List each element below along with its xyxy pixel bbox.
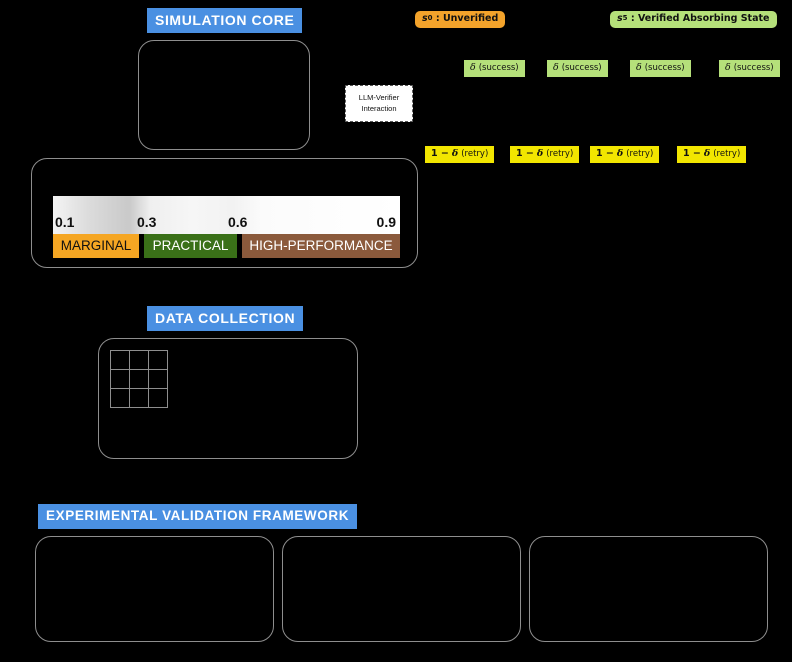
scale-tick-2: 0.6 [228,214,248,230]
delta-symbol: δ [451,148,459,159]
state-label: Unverified [442,13,499,24]
performance-scale: 0.1 0.3 0.6 0.9 MARGINAL PRACTICAL HIGH-… [53,196,400,258]
state-subscript: 0 [427,14,433,23]
transition-label-retry-4[interactable]: 1 − δ (retry) [677,146,747,163]
simulation-core-panel [138,40,310,150]
transition-text: (retry) [713,148,741,159]
llm-verifier-interaction-note: LLM-Verifier Interaction [345,85,413,122]
transition-text: (retry) [461,148,489,159]
tier-divider [237,234,242,258]
grid-cell [130,370,148,388]
section-title-simulation-core: SIMULATION CORE [147,8,303,33]
grid-cell [111,389,129,407]
delta-symbol: δ [470,62,476,73]
data-collection-grid [110,350,168,408]
delta-symbol: δ [725,62,731,73]
tier-marginal[interactable]: MARGINAL [53,234,139,258]
transition-text: (success) [644,62,685,73]
grid-cell [111,351,129,369]
performance-gradient-bar: 0.1 0.3 0.6 0.9 [53,196,400,234]
grid-cell [130,389,148,407]
delta-symbol: δ [636,62,642,73]
retry-prefix: 1 − [516,148,534,159]
tier-divider [139,234,144,258]
transition-label-retry-2[interactable]: 1 − δ (retry) [510,146,580,163]
retry-prefix: 1 − [596,148,614,159]
state-colon: : [432,13,443,24]
note-line-1: LLM-Verifier [358,92,400,102]
grid-cell [149,351,167,369]
scale-tick-1: 0.3 [137,214,157,230]
section-title-experimental-validation-framework: EXPERIMENTAL VALIDATION FRAMEWORK [38,504,358,529]
transition-text: (retry) [546,148,574,159]
tier-practical[interactable]: PRACTICAL [144,234,237,258]
transition-text: (success) [733,62,774,73]
grid-cell [149,370,167,388]
tier-high-performance[interactable]: HIGH-PERFORMANCE [242,234,400,258]
scale-tick-0: 0.1 [55,214,75,230]
scale-tick-3: 0.9 [376,214,396,230]
transition-label-retry-1[interactable]: 1 − δ (retry) [425,146,495,163]
grid-cell [130,351,148,369]
transition-text: (success) [561,62,602,73]
transition-label-success-3[interactable]: δ (success) [630,60,691,77]
retry-prefix: 1 − [683,148,701,159]
transition-text: (success) [478,62,519,73]
delta-symbol: δ [703,148,711,159]
validation-panel-3 [529,536,768,642]
transition-label-retry-3[interactable]: 1 − δ (retry) [590,146,660,163]
grid-cell [149,389,167,407]
transition-label-success-4[interactable]: δ (success) [719,60,780,77]
note-line-2: Interaction [361,103,397,113]
state-symbol: s [422,13,428,24]
retry-prefix: 1 − [431,148,449,159]
transition-label-success-1[interactable]: δ (success) [464,60,525,77]
delta-symbol: δ [553,62,559,73]
state-label: Verified Absorbing State [637,13,770,24]
section-title-data-collection: DATA COLLECTION [147,306,304,331]
validation-panel-2 [282,536,521,642]
delta-symbol: δ [536,148,544,159]
state-symbol: s [617,13,623,24]
delta-symbol: δ [616,148,624,159]
state-subscript: 5 [622,14,628,23]
performance-tier-row: MARGINAL PRACTICAL HIGH-PERFORMANCE [53,234,400,258]
state-colon: : [627,13,638,24]
transition-text: (retry) [626,148,654,159]
grid-cell [111,370,129,388]
transition-label-success-2[interactable]: δ (success) [547,60,608,77]
validation-panel-1 [35,536,274,642]
